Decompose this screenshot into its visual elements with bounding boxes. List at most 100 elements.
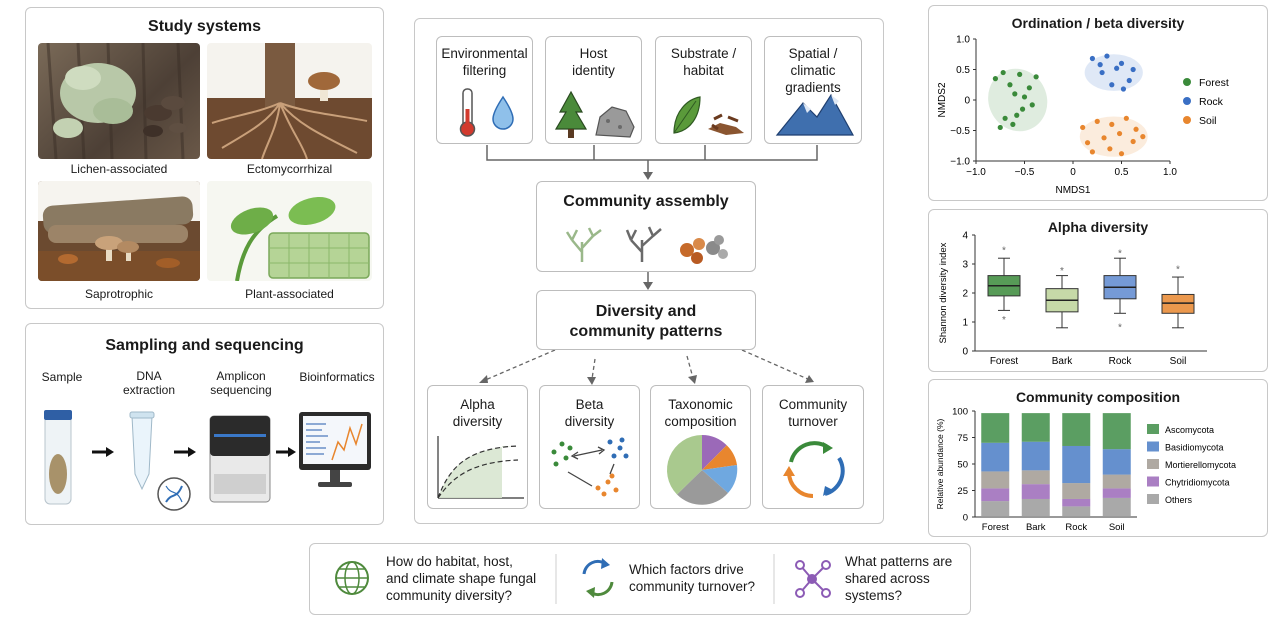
- y-tick-label: 75: [957, 433, 968, 444]
- turnover-cycle-icon: [783, 441, 845, 498]
- y-tick-label: 3: [962, 260, 968, 271]
- stacked-bar-segment: [1062, 506, 1091, 517]
- y-tick-label: 1: [962, 318, 968, 329]
- stacked-bar-segment: [1102, 497, 1131, 517]
- branching-lichen-icon: [625, 226, 662, 262]
- caption-plant-associated: Plant-associated: [245, 287, 334, 301]
- legend-swatch: [1147, 459, 1159, 469]
- fungal-cluster-icon: [680, 235, 728, 264]
- scatter-point: [1012, 91, 1018, 97]
- y-tick-label: 0.5: [956, 65, 970, 76]
- scatter-point: [1107, 146, 1113, 152]
- scatter-point: [1094, 118, 1100, 124]
- lichen-image: [38, 43, 200, 159]
- scatter-point: [1109, 82, 1115, 88]
- tree-icon: [554, 90, 588, 138]
- stacked-bar-segment: [981, 413, 1010, 443]
- x-tick-label: Rock: [1065, 522, 1087, 533]
- scatter-point: [1120, 86, 1127, 92]
- legend-label: Chytridiomycota: [1165, 478, 1230, 488]
- x-axis-label: NMDS1: [1055, 185, 1090, 196]
- driver-substrate-label: Substrate / habitat: [670, 46, 737, 78]
- stacked-bar-segment: [981, 501, 1010, 517]
- scatter-point: [1014, 112, 1020, 118]
- scatter-point: [1133, 126, 1139, 132]
- y-tick-label: 0: [962, 347, 968, 358]
- stacked-bar-segment: [1102, 488, 1131, 498]
- stacked-bar-segment: [1021, 470, 1050, 485]
- outcome-taxonomic-label: Taxonomic composition: [664, 397, 737, 429]
- composition-title: Community composition: [1015, 389, 1181, 405]
- x-tick-label: Bark: [1026, 522, 1046, 533]
- scatter-point: [997, 124, 1003, 131]
- water-drop-icon: [492, 95, 514, 130]
- driver-environmental: Environmental filtering: [436, 36, 533, 144]
- step-amplicon-label: Amplicon sequencing: [210, 369, 272, 397]
- stacked-bar-segment: [1102, 449, 1131, 475]
- community-assembly-box: Community assembly: [536, 181, 756, 272]
- scatter-point: [1017, 71, 1023, 77]
- ordination-title: Ordination / beta diversity: [1011, 15, 1185, 31]
- legend-marker: [1183, 78, 1191, 86]
- sample-tube-icon: [44, 410, 72, 505]
- scatter-point: [1114, 65, 1120, 71]
- scatter-point: [1000, 69, 1006, 76]
- patterns-title: Diversity and community patterns: [569, 303, 723, 340]
- outlier: *: [1002, 246, 1006, 257]
- y-tick-label: −0.5: [950, 126, 970, 137]
- legend-swatch: [1147, 424, 1159, 434]
- x-tick-label: −0.5: [1015, 167, 1035, 178]
- scatter-point: [1026, 85, 1032, 91]
- stacked-bar-segment: [981, 442, 1010, 472]
- caption-ectomycorrhizal: Ectomycorrhizal: [246, 162, 333, 176]
- rock-icon: [595, 106, 635, 138]
- beta-clusters-icon: [551, 437, 629, 497]
- x-tick-label: Rock: [1109, 356, 1133, 367]
- scatter-point: [1010, 121, 1016, 127]
- cluster-hull: [1079, 116, 1148, 157]
- question-3: What patterns are shared across systems?: [845, 554, 953, 603]
- scatter-point: [1130, 66, 1136, 73]
- driver-substrate: Substrate / habitat: [655, 36, 752, 144]
- scatter-point: [1116, 130, 1123, 137]
- outlier: *: [1060, 266, 1064, 277]
- x-tick-label: Bark: [1052, 356, 1074, 367]
- stacked-bar-segment: [1062, 413, 1091, 446]
- saprotrophic-image: [38, 181, 200, 281]
- legend-label: Forest: [1199, 77, 1229, 89]
- sampling-panel: Sampling and sequencing Sample DNA extra…: [25, 323, 384, 525]
- y-tick-label: 0: [964, 96, 970, 107]
- ectomycorrhizal-image: [207, 43, 372, 159]
- legend-swatch: [1147, 441, 1159, 452]
- leaf-icon: [673, 96, 701, 134]
- scatter-point: [1089, 149, 1095, 155]
- stacked-bar-segment: [1062, 445, 1091, 484]
- sequencer-icon: [209, 415, 271, 503]
- outcome-taxonomic: Taxonomic composition: [650, 385, 751, 509]
- scatter-point: [1118, 60, 1125, 66]
- legend-label: Mortierellomycota: [1165, 460, 1236, 470]
- step-sample-label: Sample: [41, 370, 83, 384]
- study-systems-panel: Study systems Lichen-associated Ectomyco…: [25, 7, 384, 309]
- scatter-point: [1021, 94, 1028, 100]
- scatter-point: [1099, 69, 1105, 76]
- mountains-icon: [775, 93, 855, 136]
- legend-swatch: [1147, 476, 1159, 487]
- y-axis-label: NMDS2: [937, 82, 948, 117]
- plant-associated-image: [207, 181, 372, 281]
- scatter-point: [1130, 138, 1136, 145]
- y-axis-label: Relative abundance (%): [935, 418, 945, 509]
- outcome-alpha: Alpha diversity: [427, 385, 528, 509]
- monitor-icon: [299, 412, 371, 487]
- scatter-point: [1033, 74, 1039, 80]
- rarefaction-curve-icon: [437, 436, 524, 499]
- cluster-hull: [988, 68, 1048, 132]
- stacked-bar-segment: [981, 488, 1010, 502]
- scatter-point: [992, 76, 998, 82]
- outcome-alpha-label: Alpha diversity: [452, 397, 503, 429]
- scatter-point: [1101, 135, 1107, 141]
- driver-host: Host identity: [545, 36, 642, 144]
- x-tick-label: Forest: [990, 356, 1019, 367]
